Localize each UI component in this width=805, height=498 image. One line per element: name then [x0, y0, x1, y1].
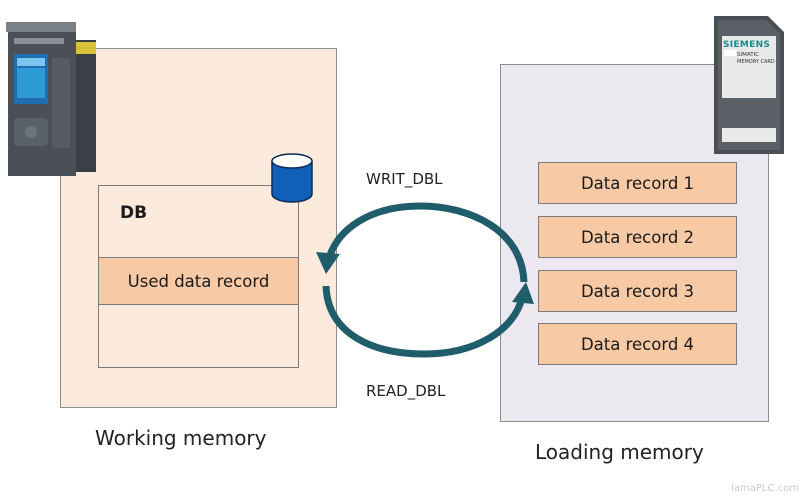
read-dbl-label: READ_DBL — [366, 382, 446, 400]
arrow-head-left — [316, 252, 340, 274]
memory-card-line1: SIMATIC — [737, 52, 760, 58]
memory-card-icon — [714, 16, 784, 154]
data-record-2: Data record 2 — [538, 216, 737, 258]
data-record-4: Data record 4 — [538, 323, 737, 365]
data-record-1: Data record 1 — [538, 162, 737, 204]
used-data-record: Used data record — [98, 257, 299, 305]
database-icon — [271, 153, 313, 203]
watermark: lamaPLC.com — [731, 483, 799, 494]
arrow-bottom-arc — [322, 285, 526, 358]
working-memory-caption: Working memory — [95, 426, 267, 450]
arrow-head-right — [512, 282, 534, 304]
arrow-top-arc — [324, 202, 528, 283]
memory-card-brand: SIEMENS — [723, 40, 771, 50]
memory-card-line2: MEMORY CARD — [737, 59, 775, 65]
db-title: DB — [120, 203, 148, 223]
writ-dbl-label: WRIT_DBL — [366, 170, 443, 188]
loading-memory-caption: Loading memory — [535, 440, 704, 464]
plc-cpu-icon — [6, 22, 96, 176]
data-record-3: Data record 3 — [538, 270, 737, 312]
transfer-arrows — [316, 202, 534, 358]
